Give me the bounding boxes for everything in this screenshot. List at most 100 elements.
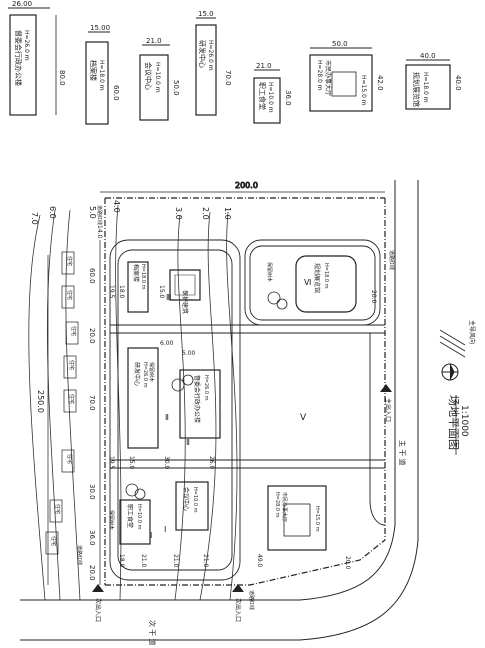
road-redline-label: 道路红线 bbox=[388, 250, 395, 270]
entrance-markers bbox=[92, 384, 392, 592]
zone-numeral: Ⅵ bbox=[304, 278, 311, 287]
dim-label: 21.0 bbox=[140, 554, 147, 568]
dim-label: 36.0 bbox=[88, 530, 96, 546]
building-height-label: H=10.0 m bbox=[192, 487, 198, 513]
legend-building-rnd: 15.0 研发中心 H=26.0 m 70.0 bbox=[195, 10, 232, 116]
road-redline-label: 道路红线 bbox=[96, 205, 103, 225]
building-name-label: 职工食堂 bbox=[126, 504, 134, 528]
building-name-label: 会议中心 bbox=[182, 487, 190, 511]
residential-label: 住宅 bbox=[66, 290, 73, 300]
contour-label: 3.0 bbox=[174, 207, 183, 220]
dim-label: 19.5 bbox=[108, 285, 115, 299]
dim-label: 20.0 bbox=[370, 290, 377, 304]
dim-label: 50.0 bbox=[332, 40, 348, 48]
residential-blocks bbox=[45, 251, 79, 555]
tree-symbols bbox=[125, 291, 288, 500]
secondary-entrance-label: 次出入口 bbox=[94, 598, 102, 622]
zone-numeral: Ⅱ bbox=[186, 438, 190, 447]
north-arrow-icon bbox=[441, 363, 459, 381]
building-name-label: 督委会行政办公楼 bbox=[14, 30, 23, 86]
spot-height-label: 5.00 bbox=[182, 350, 196, 357]
building-height-label: H=15.0 m bbox=[314, 506, 320, 532]
building-name-label: 市民办事大厅 bbox=[281, 492, 288, 522]
legend-building-canteen: 21.0 职工食堂 H=10.0 m 36.0 bbox=[253, 62, 292, 124]
contour-label: 6.0 bbox=[48, 206, 57, 219]
building-height-label: H=26.0 m bbox=[203, 375, 209, 401]
residential-label: 住宅 bbox=[66, 454, 73, 464]
zone-numeral: Ⅴ bbox=[300, 413, 307, 423]
main-road bbox=[20, 180, 419, 641]
building-name-label: 市民办事大厅 bbox=[324, 60, 332, 96]
building-height-label: H=10.0 m bbox=[136, 504, 142, 530]
building-height-label: H=10.0 m bbox=[267, 82, 274, 113]
residential-label: 住宅 bbox=[50, 536, 57, 546]
building-height-label: H=10.0 m bbox=[154, 62, 161, 93]
secondary-entrance-label: 次出入口 bbox=[234, 598, 242, 622]
dim-label: 21.0 bbox=[202, 554, 209, 568]
wind-rose-icon bbox=[439, 329, 466, 358]
dim-label: 20.0 bbox=[88, 565, 96, 581]
dim-label: 15.00 bbox=[90, 24, 110, 32]
residential-label: 住宅 bbox=[68, 394, 75, 404]
dim-label: 19.5 bbox=[108, 456, 115, 470]
building-name-label: 档案楼 bbox=[89, 60, 98, 81]
dim-label: 250.0 bbox=[36, 390, 45, 413]
dim-label: 36.0 bbox=[284, 90, 292, 106]
building-name-label: 规划展览馆 bbox=[412, 72, 421, 107]
dim-label: 50.0 bbox=[172, 80, 180, 96]
protected-building: 保护建筑 bbox=[169, 269, 201, 314]
site-building-rnd: 研发中心 H=26.0 m 保留树木 Ⅱ bbox=[127, 347, 169, 449]
internal-roads bbox=[109, 239, 386, 581]
building-height-label: H=26.0 m bbox=[23, 30, 30, 61]
road-label: 主 干 道 bbox=[398, 440, 407, 465]
site-building-archive: 档案楼 H=18.0 m Ⅲ bbox=[127, 261, 172, 313]
building-height-label: H=26.0 m bbox=[142, 362, 148, 388]
site-building-exhibition: 规划展览馆 H=18.0 m Ⅵ 保留树木 bbox=[266, 255, 357, 313]
building-height-label: H=26.0 m bbox=[207, 40, 214, 71]
keep-tree-label: 保留树木 bbox=[108, 510, 115, 530]
dim-label: 30.0 bbox=[88, 484, 96, 500]
building-name-label: 督委会行政办公楼 bbox=[193, 375, 201, 423]
building-name-label: 会议中心 bbox=[144, 62, 153, 90]
dim-label: 30.0 bbox=[163, 456, 170, 470]
legend-building-office: 26.00 80.0 督委会行政办公楼 H=26.0 m bbox=[8, 0, 66, 116]
residential-label: 住宅 bbox=[70, 326, 77, 336]
dim-label: 15.0 bbox=[128, 456, 135, 470]
drawing-scale: 1:1000 bbox=[459, 405, 469, 437]
dim-label: 42.0 bbox=[376, 75, 384, 91]
road-redline-label: 道路红线 bbox=[248, 590, 255, 610]
dim-label: 21.0 bbox=[172, 554, 179, 568]
road-label: 次 干 道 bbox=[148, 620, 157, 645]
building-height-label: H=18.0 m bbox=[422, 72, 429, 103]
contour-label: 2.0 bbox=[201, 207, 210, 220]
zone-numeral: Ⅲ bbox=[166, 293, 172, 302]
site-building-conference: 会议中心 H=10.0 m Ⅰ bbox=[164, 481, 209, 534]
dim-label: 70.0 bbox=[88, 395, 96, 411]
building-height-label: H=15.0 m bbox=[360, 75, 367, 106]
dim-label: 200.0 bbox=[235, 181, 258, 190]
zone-numeral: Ⅰ bbox=[164, 525, 166, 534]
residential-label: 住宅 bbox=[66, 256, 73, 266]
keep-tree-label: 保留树木 bbox=[266, 262, 273, 282]
residential-label: 住宅 bbox=[54, 504, 61, 514]
legend-building-service-hall: 50.0 H=28.0 m 市民办事大厅 H=15.0 m 42.0 bbox=[309, 40, 384, 112]
zone-numeral: Ⅱ bbox=[165, 413, 169, 422]
main-entrance-label: 主出入口 bbox=[384, 398, 392, 422]
site-boundary: 200.0 bbox=[100, 181, 386, 586]
dim-label: 80.0 bbox=[58, 70, 66, 86]
protected-building-label: 保护建筑 bbox=[181, 290, 189, 314]
building-height-label: H=18.0 m bbox=[140, 264, 146, 290]
building-name-label: 档案楼 bbox=[132, 264, 140, 282]
dim-label: 20.0 bbox=[344, 556, 351, 570]
dim-label: 60.0 bbox=[112, 85, 120, 101]
legend-building-archive: 15.00 档案楼 H=18.0 m 60.0 bbox=[85, 24, 120, 125]
site-building-service-hall: H=28.0 m 市民办事大厅 H=15.0 m bbox=[267, 485, 327, 551]
drawing-title: 场地平面图 bbox=[447, 395, 461, 450]
wind-direction-label: 主导风向 bbox=[468, 320, 476, 344]
dim-label: 20.0 bbox=[88, 328, 96, 344]
legend-building-exhibition: 40.0 规划展览馆 H=18.0 m 40.0 bbox=[405, 52, 462, 110]
dim-label: 60.0 bbox=[88, 268, 96, 284]
road-redline-label: 道路红线 bbox=[76, 545, 83, 565]
contour-label: 1.0 bbox=[223, 207, 232, 220]
